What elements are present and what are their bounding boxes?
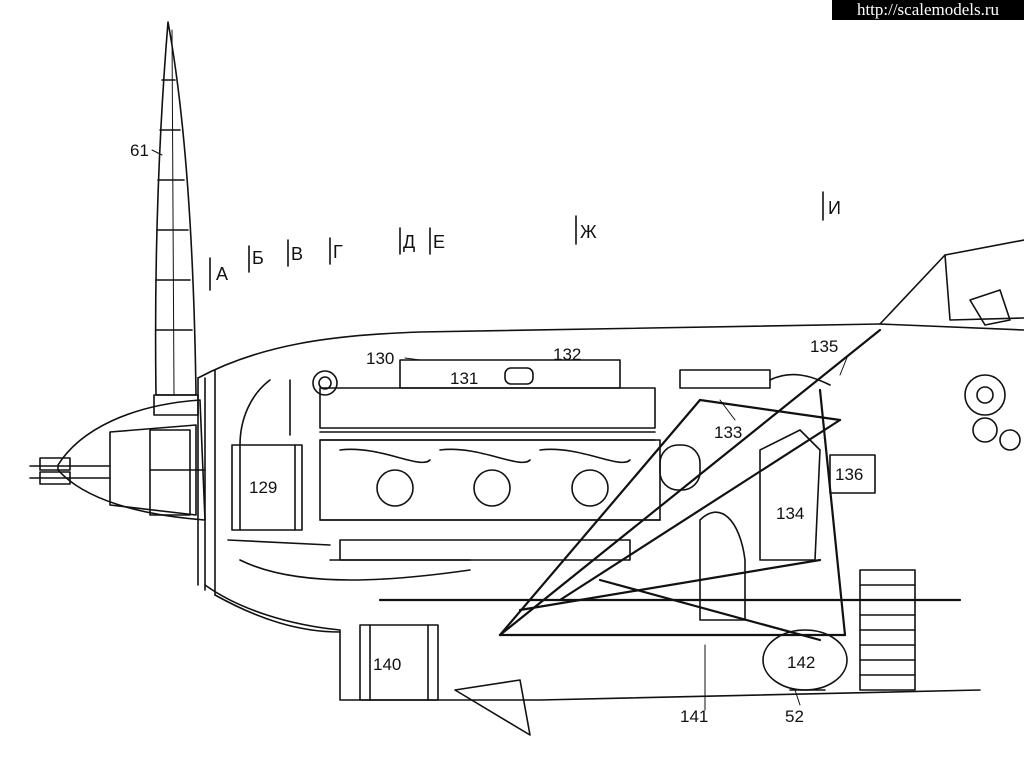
radiator: [829, 454, 916, 691]
section-label-b: Б: [252, 248, 264, 268]
oil-tank-129: [227, 444, 331, 546]
oil-tank-134: [699, 429, 821, 621]
section-label-v: В: [291, 244, 303, 264]
part-label-142: 142: [787, 653, 815, 672]
part-label-135: 135: [810, 337, 838, 356]
section-label-e: Е: [433, 232, 445, 252]
section-labels: А Б В Г Д Е Ж И: [216, 198, 841, 284]
part-label-61: 61: [130, 141, 149, 160]
part-label-136: 136: [835, 465, 863, 484]
section-label-a: А: [216, 264, 228, 284]
lower-assemblies: [239, 559, 848, 736]
part-label-141: 141: [680, 707, 708, 726]
exhaust-pipes: [239, 369, 831, 446]
part-label-52: 52: [785, 707, 804, 726]
part-label-132: 132: [553, 345, 581, 364]
part-label-140: 140: [373, 655, 401, 674]
section-label-i: И: [828, 198, 841, 218]
section-label-d: Д: [403, 232, 415, 252]
section-label-zh: Ж: [580, 222, 597, 242]
part-labels: 61 129 130 131 132 133 134 135 136 140 1…: [130, 141, 863, 726]
leader-lines: [151, 149, 849, 711]
section-label-g: Г: [333, 242, 343, 262]
part-label-133: 133: [714, 423, 742, 442]
engine-block: [319, 359, 701, 561]
propeller-spinner: [29, 399, 206, 521]
propeller-blade: [153, 21, 199, 416]
part-label-130: 130: [366, 349, 394, 368]
cockpit-frame: [879, 239, 1024, 451]
section-markers: [209, 191, 824, 291]
watermark: http://scalemodels.ru: [832, 0, 1024, 20]
engine-cowling: [197, 323, 981, 701]
part-label-131: 131: [450, 369, 478, 388]
part-label-134: 134: [776, 504, 804, 523]
part-label-129: 129: [249, 478, 277, 497]
